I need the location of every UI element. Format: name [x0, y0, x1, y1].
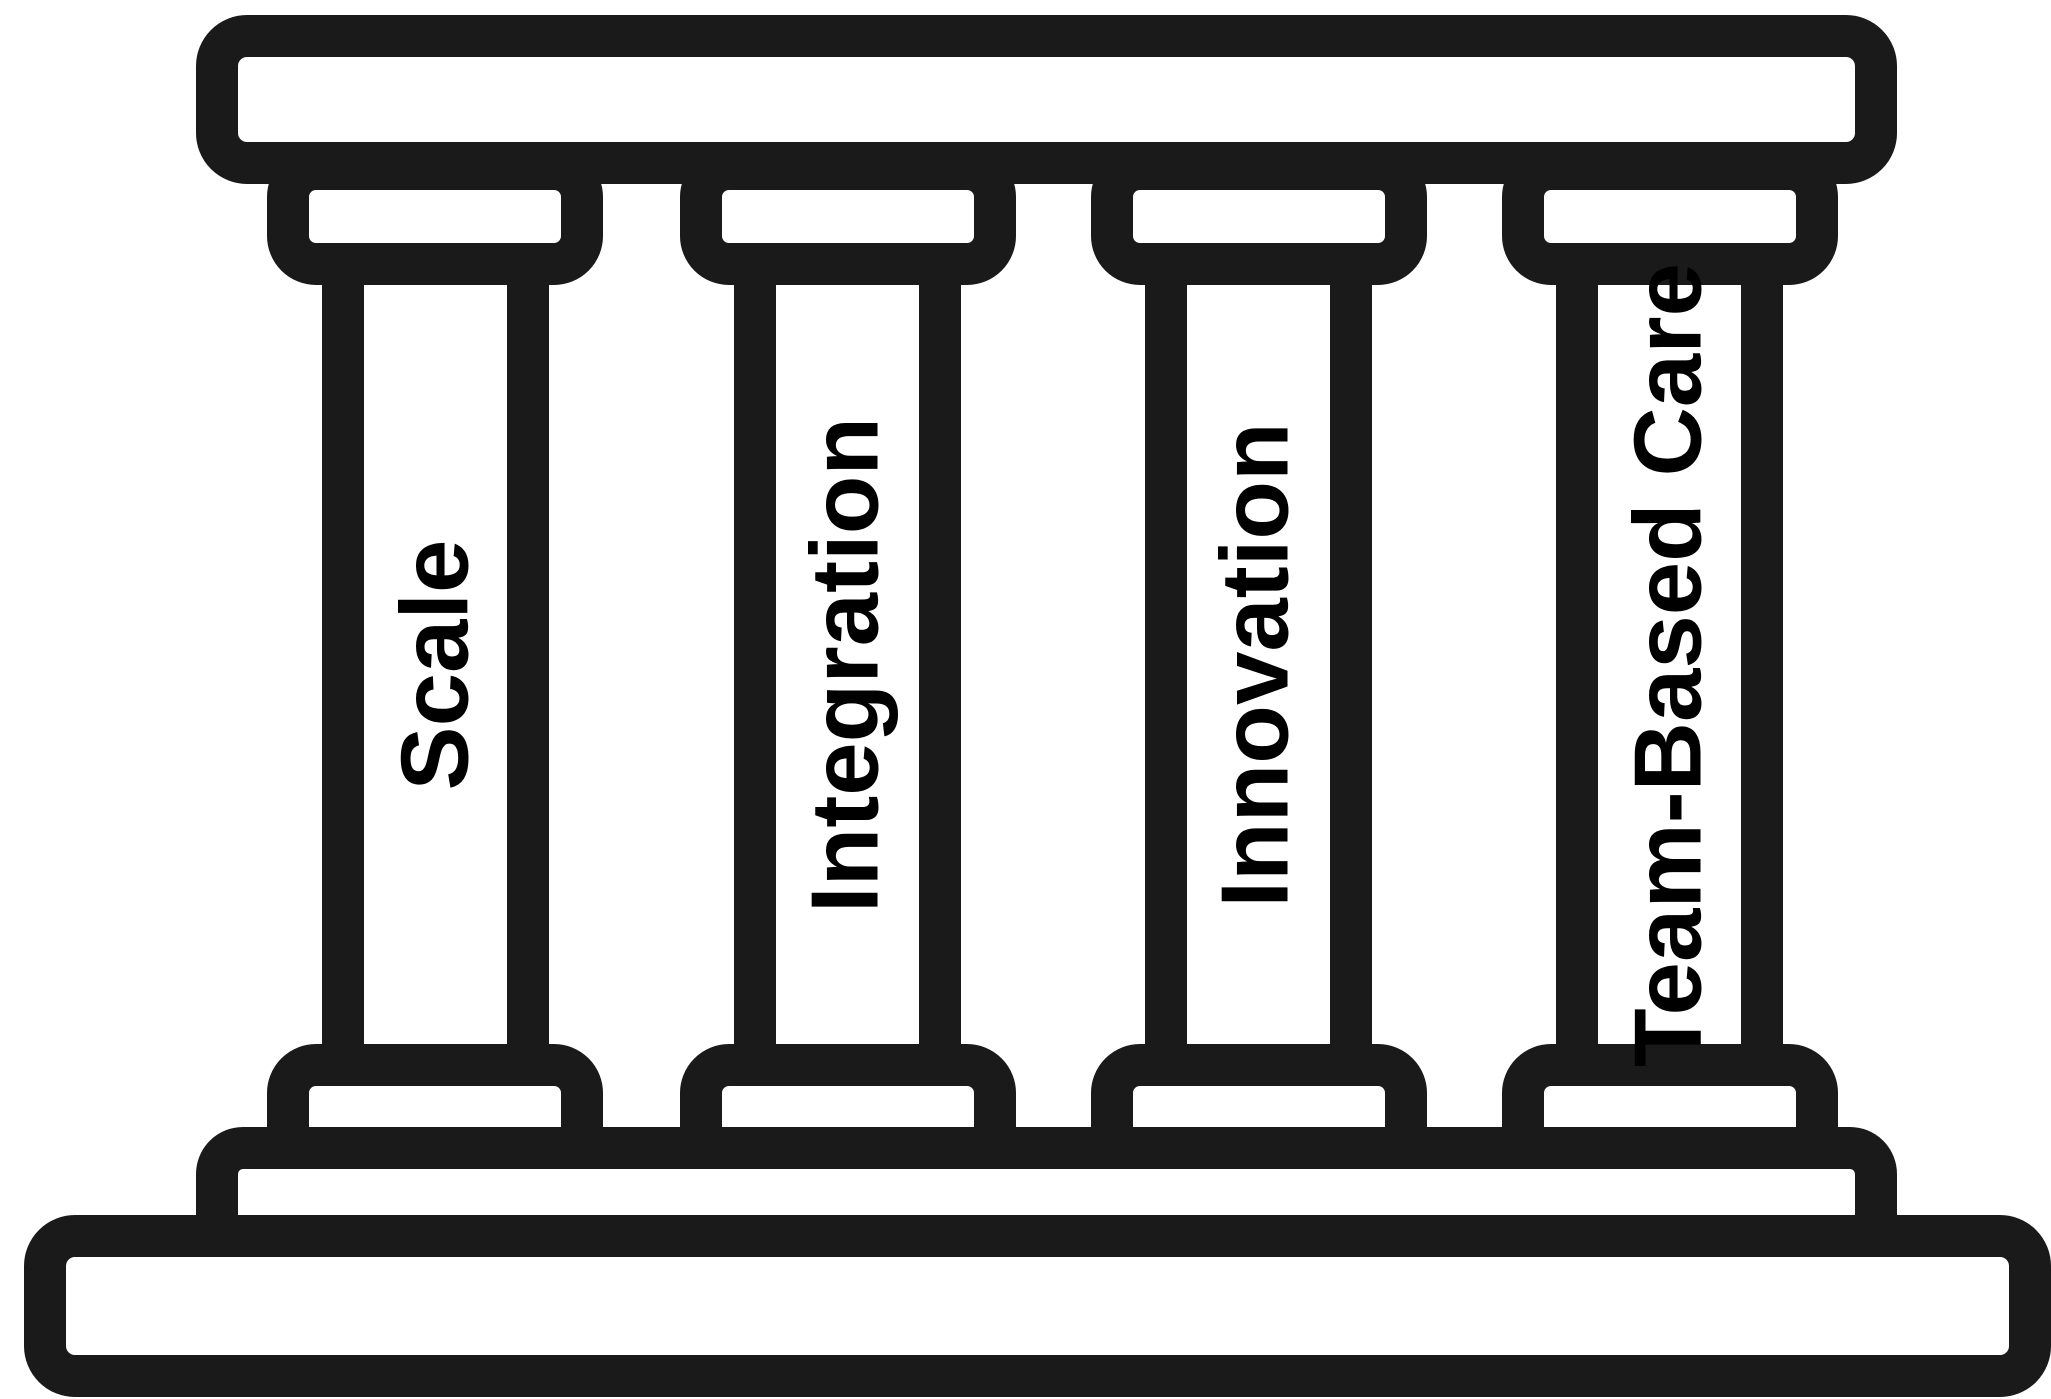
pillar-label: Integration	[792, 417, 899, 913]
pillar-team-based-care: Team-Based Care	[1502, 148, 1838, 1184]
pillar-integration: Integration	[680, 148, 1016, 1184]
pillar-label: Scale	[382, 540, 489, 791]
foundation-lower-step	[24, 1215, 2051, 1397]
pillar-innovation: Innovation	[1091, 148, 1427, 1184]
pillar-shaft	[1145, 243, 1372, 1086]
pillar-scale: Scale	[267, 148, 603, 1184]
pillar-shaft	[322, 243, 549, 1086]
pillar-label: Team-Based Care	[1615, 263, 1722, 1067]
pillar-label: Innovation	[1202, 422, 1309, 907]
roof-beam	[196, 15, 1897, 184]
